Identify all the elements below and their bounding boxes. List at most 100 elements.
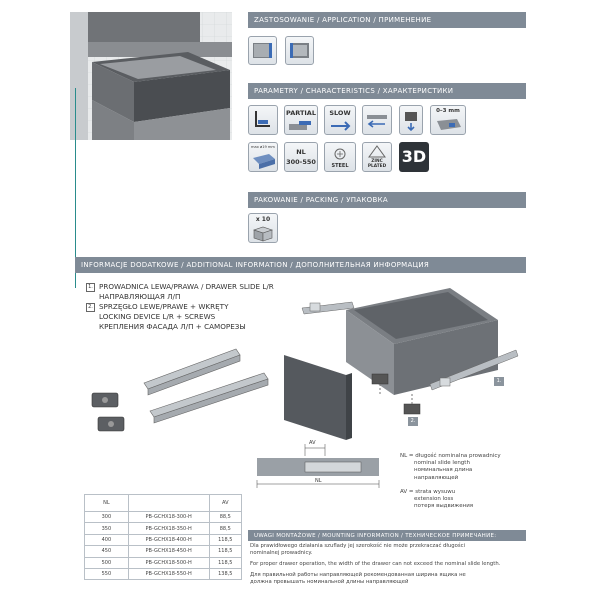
dimension-legend: NL = długość nominalna prowadnicy nomina…: [400, 453, 520, 510]
list-item: 1. PROWADNICA LEWA/PRAWA / DRAWER SLIDE …: [86, 282, 316, 302]
rail-profile-icon: [255, 111, 270, 127]
max-label: max ø19 mm: [251, 145, 275, 149]
adjust-icon: [437, 119, 461, 130]
packing-header: PAKOWANIE / PACKING / УПАКОВКА: [248, 192, 526, 208]
cell-av: 88,5: [208, 522, 243, 535]
cross-section-diagram: AV NL: [255, 440, 383, 490]
steel-label: STEEL: [331, 163, 349, 169]
mounting-note-ru-1: Для правильной работы направляющей реком…: [250, 572, 466, 578]
legend-av-2: extension loss: [414, 496, 454, 503]
mounting-info-header: UWAGI MONTAŻOWE / MOUNTING INFORMATION /…: [248, 530, 526, 541]
callout-1: 1.: [494, 377, 504, 386]
parameters-header: PARAMETRY / CHARACTERISTICS / ХАРАКТЕРИС…: [248, 83, 526, 99]
drawer-box-icon: [253, 154, 275, 169]
mounting-note-en: For proper drawer operation, the width o…: [250, 561, 501, 567]
soft-close-icon: SLOW: [324, 105, 356, 135]
item-2-line-1: SPRZĘGŁO LEWE/PRAWE + WKRĘTY: [99, 302, 229, 311]
legend-nl-3: номинальная длина: [414, 467, 473, 474]
col-av-header: AV: [208, 494, 243, 512]
3d-adjustment-icon: 3D: [399, 142, 429, 172]
mounting-notes: Dla prawidłowego działania szuflady jej …: [250, 543, 526, 586]
legend-nl-2: nominal slide length: [414, 460, 470, 467]
slides-and-couplers-drawing: [91, 348, 269, 432]
cell-code: PB-GCHX18-350-H: [127, 522, 210, 535]
mounting-note-pl-1: Dla prawidłowego działania szuflady jej …: [250, 543, 466, 549]
nl-range: 300-550: [286, 158, 316, 166]
av-dimension-label: AV: [309, 440, 316, 446]
slow-label: SLOW: [329, 109, 351, 117]
steel-symbol-icon: [334, 148, 346, 160]
partial-extension-icon: PARTIAL: [284, 105, 318, 135]
zinc-label: ZINC PLATED: [367, 159, 387, 169]
cell-nl: 550: [84, 567, 129, 581]
packing-quantity-icon: x 10: [248, 213, 278, 243]
drawer-front-icon: [290, 43, 309, 58]
application-header: ZASTOSOWANIE / APPLICATION / ПРИМЕНЕНИЕ: [248, 12, 526, 28]
col-nl-label: NL: [103, 500, 110, 506]
legend-av-1: AV = strata wysuwu: [400, 488, 456, 495]
cell-nl: 400: [84, 533, 129, 547]
table-header-row: NL AV: [84, 494, 243, 512]
adjustment-label: 0–3 mm: [436, 108, 460, 114]
cell-nl: 450: [84, 545, 129, 558]
cell-code: PB-GCHX18-550-H: [127, 567, 210, 581]
partial-label: PARTIAL: [286, 109, 316, 117]
steel-icon: STEEL: [324, 142, 356, 172]
mounting-note-ru-2: должна превышать номинальной длины напра…: [250, 579, 409, 585]
component-list: 1. PROWADNICA LEWA/PRAWA / DRAWER SLIDE …: [86, 282, 316, 332]
cell-nl: 350: [84, 522, 129, 535]
packing-qty: x 10: [255, 216, 271, 223]
arrow-icon: [367, 115, 387, 128]
item-1-line-1: PROWADNICA LEWA/PRAWA / DRAWER SLIDE L/R: [99, 282, 274, 291]
drawer-assembly-drawing: [284, 288, 519, 440]
product-photo: [70, 12, 232, 140]
cell-av: 118,5: [208, 545, 243, 558]
mounting-note-pl-2: nominalnej prowadnicy.: [250, 550, 313, 556]
drawer-side-icon: [253, 43, 272, 58]
bottom-mount-icon: [248, 105, 278, 135]
nl-dimension-label: NL: [315, 478, 322, 484]
cell-code: PB-GCHX18-450-H: [127, 545, 210, 558]
cell-av: 88,5: [208, 510, 243, 524]
item-number: 2.: [86, 303, 95, 312]
list-item: 2. SPRZĘGŁO LEWE/PRAWE + WKRĘTY LOCKING …: [86, 302, 316, 332]
col-av-label: AV: [222, 500, 229, 506]
additional-info-header: INFORMACJE DODATKOWE / ADDITIONAL INFORM…: [75, 257, 526, 273]
item-1-line-2: НАПРАВЛЯЮЩАЯ Л/П: [99, 292, 181, 301]
weight-icon: [405, 112, 417, 132]
load-weight-icon: [399, 105, 423, 135]
max-thickness-icon: max ø19 mm: [248, 142, 278, 172]
item-2-line-2: LOCKING DEVICE L/R + SCREWS: [99, 312, 216, 321]
cell-code: PB-GCHX18-500-H: [127, 556, 210, 569]
zinc-symbol-icon: [368, 145, 386, 158]
callout-2: 2.: [408, 417, 418, 426]
zinc-plated-icon: ZINC PLATED: [362, 142, 392, 172]
cell-nl: 500: [84, 556, 129, 569]
cell-code: PB-GCHX18-400-H: [127, 533, 210, 547]
legend-nl-4: направляющей: [414, 474, 459, 481]
col-nl-header: NL: [84, 494, 129, 512]
slide-section-drawing: [256, 444, 380, 488]
item-2-line-3: КРЕПЛЕНИЯ ФАСАДА Л/П + САМОРЕЗЫ: [99, 322, 246, 331]
extension-icon: [289, 121, 311, 130]
slide-direction-icon: [362, 105, 392, 135]
drawer-render-illustration: [70, 12, 232, 140]
assembly-illustration: 1. 2.: [280, 280, 530, 450]
legend-av-3: потеря выдвижения: [414, 503, 474, 510]
cell-nl: 300: [84, 510, 129, 524]
application-icon-1: [248, 36, 277, 65]
nominal-length-icon: NL 300-550: [284, 142, 318, 172]
cell-code: PB-GCHX18-300-H: [127, 510, 210, 524]
page-accent-line: [75, 88, 76, 288]
application-icon-2: [285, 36, 314, 65]
nl-label: NL: [296, 148, 306, 156]
adjustment-icon: 0–3 mm: [430, 105, 466, 135]
item-number: 1.: [86, 283, 95, 292]
box-icon: [253, 226, 273, 242]
